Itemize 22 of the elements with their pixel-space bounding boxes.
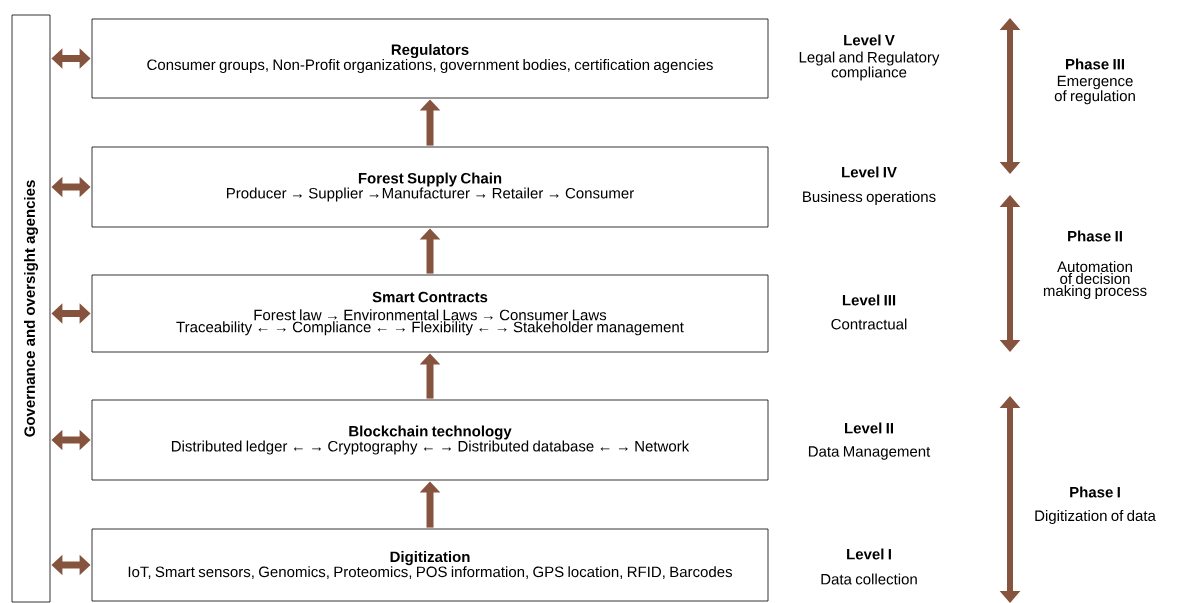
- level-heading: Level III: [842, 294, 896, 306]
- layer-box: Forest Supply Chain Producer → Supplier →Manufacturer → Retailer → Consumer: [91, 146, 769, 228]
- description-text: Automation of decision making process: [1043, 261, 1147, 299]
- level-heading: Level IV: [842, 166, 897, 178]
- phase-heading: Phase I: [1070, 486, 1120, 498]
- layer-box: Blockchain technology Distributed ledger ← → Cryptography ← → Distributed database ← → Network: [91, 399, 769, 481]
- description-text: Emergence of regulation: [1054, 75, 1135, 105]
- layer-box: Smart Contracts Forest law → Environmental Laws → Consumer Laws Traceability ← → Compliance ← → Flexibility ← → Stakeholder management: [91, 274, 769, 353]
- layer-box: Digitization IoT, Smart sensors, Genomics, Proteomics, POS information, GPS location, RFID, Barcodes: [91, 528, 769, 602]
- layer-box: Regulators Consumer groups, Non-Profit organizations, government bodies, certification agencies: [91, 18, 769, 99]
- level-heading: Level II: [845, 422, 893, 434]
- description-text: Business operations: [803, 191, 936, 205]
- description-text: Data Management: [808, 446, 931, 460]
- level-heading: Level V: [844, 34, 895, 46]
- phase-heading: Phase III: [1066, 58, 1124, 70]
- description-text: Legal and Regulatory compliance: [799, 51, 940, 81]
- side-panel: Governance and oversight agencies: [11, 14, 51, 603]
- description-text: Data collection: [821, 573, 917, 585]
- phase-heading: Phase II: [1068, 230, 1122, 242]
- description-text: Digitization of data: [1035, 510, 1156, 524]
- description-text: Contractual: [831, 318, 907, 330]
- level-heading: Level I: [847, 548, 891, 560]
